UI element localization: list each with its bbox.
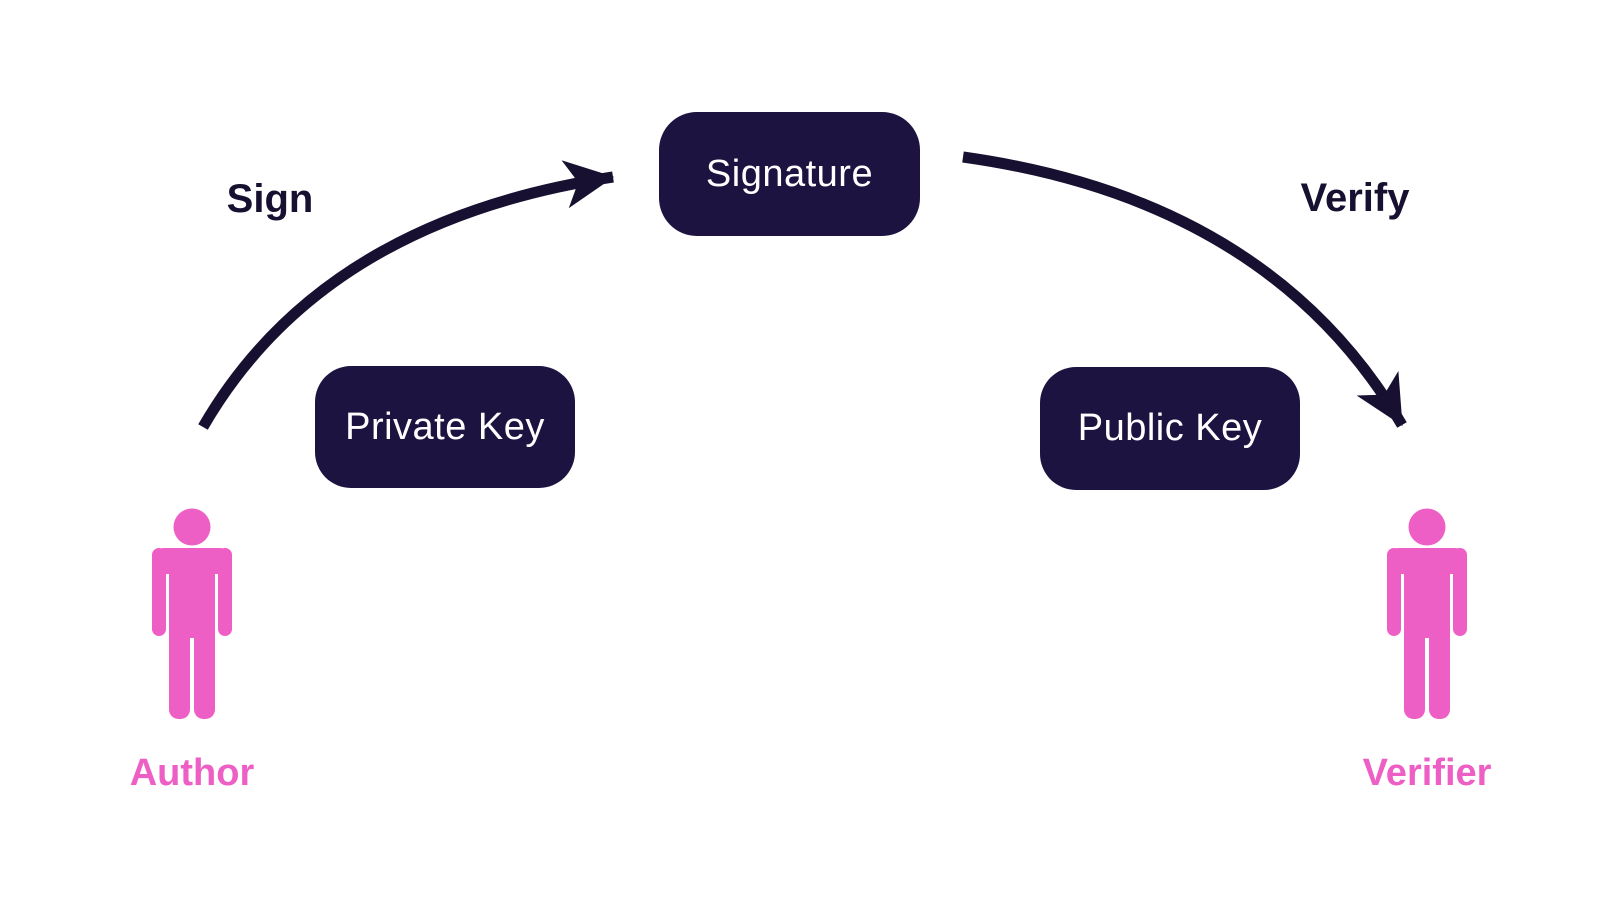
verifier-label: Verifier xyxy=(1362,752,1492,794)
verifier-figure: Verifier xyxy=(1327,508,1527,795)
private-key-box: Private Key xyxy=(315,366,575,488)
person-icon xyxy=(152,508,232,719)
verify-arrow xyxy=(962,151,1407,428)
sign-edge-label: Sign xyxy=(226,177,314,221)
public-key-box: Public Key xyxy=(1040,367,1300,490)
signature-box-label: Signature xyxy=(705,152,874,195)
signature-box: Signature xyxy=(659,112,920,236)
public-key-box-label: Public Key xyxy=(1077,407,1263,449)
person-icon xyxy=(1387,508,1467,719)
private-key-box-label: Private Key xyxy=(345,405,545,448)
verify-edge-label: Verify xyxy=(1300,176,1410,220)
sign-arrow xyxy=(198,160,615,430)
author-figure: Author xyxy=(92,508,292,795)
author-label: Author xyxy=(129,752,255,794)
